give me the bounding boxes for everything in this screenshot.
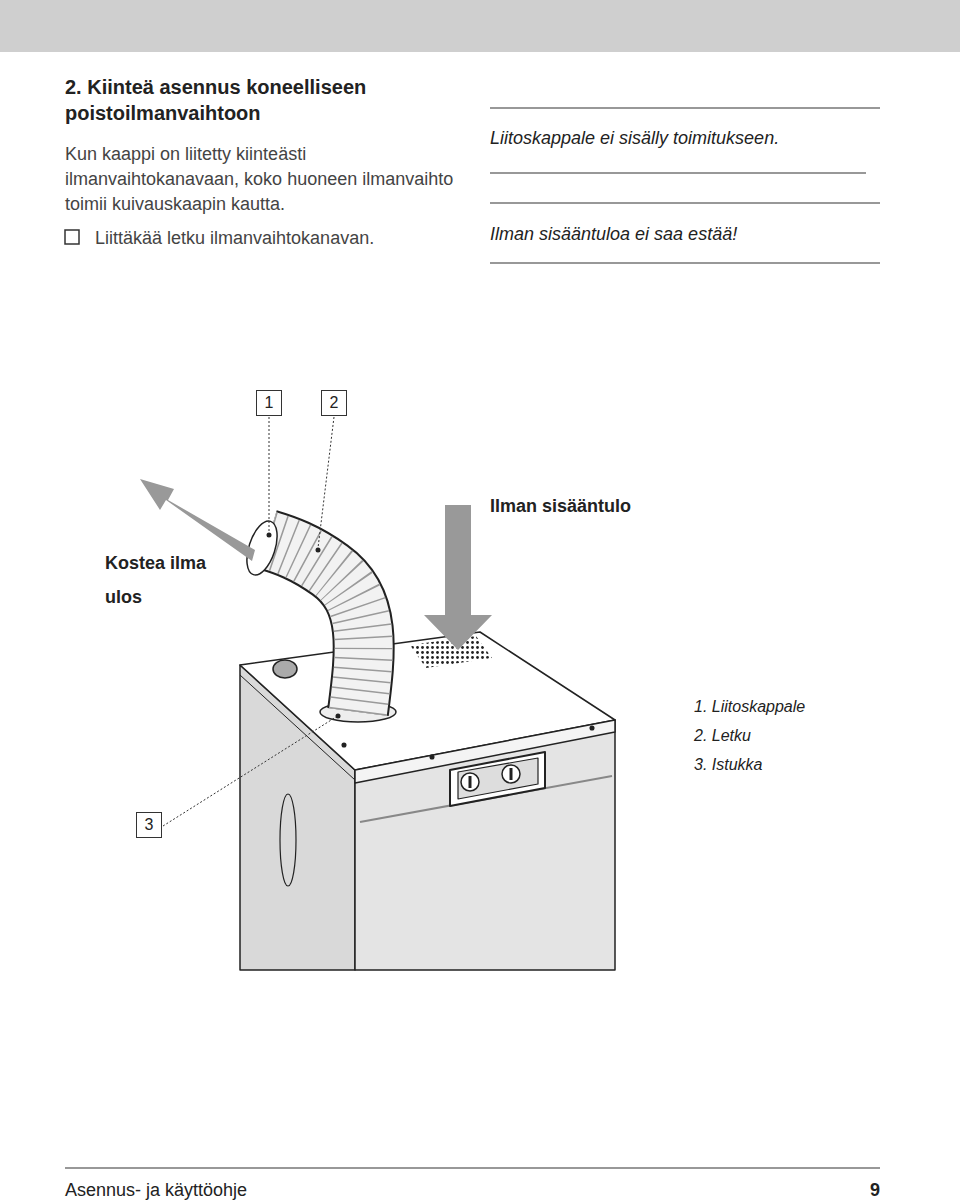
part-legend: 1. Liitoskappale bbox=[694, 696, 894, 718]
callout-number: 3 bbox=[145, 816, 154, 834]
callout-box: 2 bbox=[321, 390, 347, 416]
cabinet bbox=[240, 632, 615, 970]
callout-number: 2 bbox=[330, 394, 339, 412]
callout-number: 1 bbox=[265, 394, 274, 412]
body-text: Kun kaappi on liitetty kiinteästi ilmanv… bbox=[65, 142, 475, 217]
page-number: 9 bbox=[830, 1178, 880, 1202]
leader-lines bbox=[163, 417, 336, 826]
page-title: 2. Kiinteä asennus koneelliseen poistoil… bbox=[65, 74, 455, 126]
air-out-arrow bbox=[140, 479, 255, 561]
air-in-arrow bbox=[424, 505, 492, 650]
header-bar bbox=[0, 0, 960, 52]
hose bbox=[241, 517, 364, 718]
checkbox bbox=[65, 230, 79, 244]
air-in-label: Ilman sisääntulo bbox=[490, 494, 710, 518]
instruction: Liittäkää letku ilmanvaihtokanavan. bbox=[95, 226, 475, 251]
air-out-label: Kostea ilma ulos bbox=[105, 546, 225, 614]
warning-note: Ilman sisääntuloa ei saa estää! bbox=[490, 222, 880, 246]
callout-box: 3 bbox=[136, 812, 162, 838]
part-legend: 2. Letku bbox=[694, 725, 894, 747]
part-legend: 3. Istukka bbox=[694, 754, 894, 776]
footer-title: Asennus- ja käyttöohje bbox=[65, 1178, 365, 1202]
footer-rule bbox=[65, 1167, 880, 1168]
note-rules bbox=[490, 108, 880, 263]
note: Liitoskappale ei sisälly toimitukseen. bbox=[490, 126, 880, 150]
callout-box: 1 bbox=[256, 390, 282, 416]
